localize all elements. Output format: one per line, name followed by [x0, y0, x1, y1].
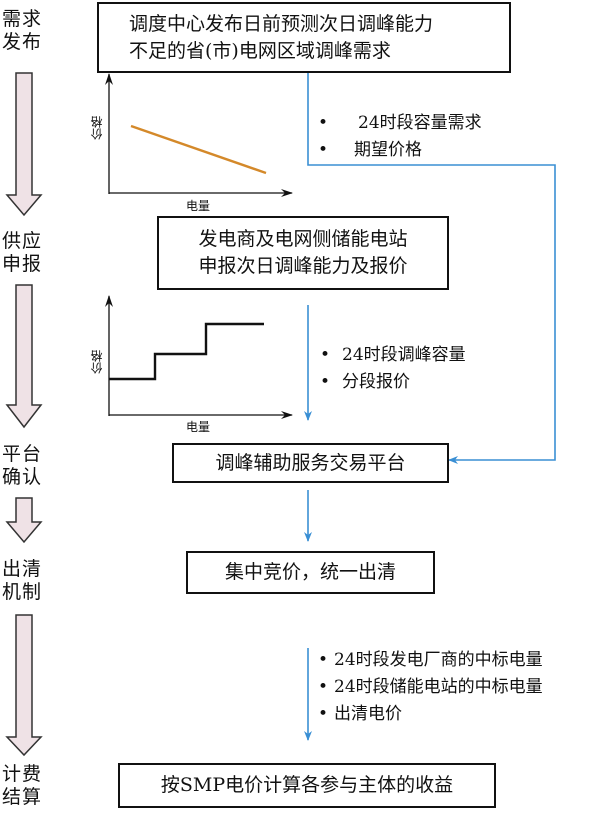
note-item: • 24时段容量需求 — [318, 110, 482, 137]
note-clearing-result: •24时段发电厂商的中标电量 •24时段储能电站的中标电量 •出清电价 — [318, 647, 543, 728]
note-text: 24时段容量需求 — [358, 113, 482, 133]
bullet-icon: • — [318, 650, 329, 670]
stage-arrow-2-down-arrow-icon — [5, 284, 43, 429]
stage-arrow-1-down-arrow-icon — [5, 72, 43, 217]
note-item: •24时段储能电站的中标电量 — [318, 674, 543, 701]
box-trading-platform: 调峰辅助服务交易平台 — [172, 443, 449, 483]
stage-label-line: 平台 — [2, 443, 43, 465]
note-item: •出清电价 — [318, 701, 543, 728]
bullet-icon: • — [320, 345, 331, 365]
box-text-line: 按SMP电价计算各参与主体的收益 — [160, 774, 454, 796]
demand-chart-ylabel: 价格 — [90, 116, 104, 140]
note-text: 期望价格 — [354, 140, 422, 160]
note-demand: • 24时段容量需求 • 期望价格 — [318, 110, 482, 164]
stage-arrow-3-down-arrow-icon — [5, 497, 43, 544]
stage-label-line: 机制 — [2, 581, 43, 603]
note-text: 24时段储能电站的中标电量 — [334, 677, 543, 697]
box-text-line: 调峰辅助服务交易平台 — [215, 451, 406, 474]
box-text-line: 调度中心发布日前预测次日调峰能力 — [129, 12, 434, 35]
stage-label-platform-confirm: 平台 确认 — [2, 443, 46, 489]
note-text: 分段报价 — [342, 372, 410, 392]
stage-label-line: 供应 — [2, 230, 43, 252]
note-item: • 24时段调峰容量 — [320, 342, 466, 369]
stage-label-supply-bid: 供应 申报 — [2, 230, 46, 276]
note-text: 24时段调峰容量 — [342, 345, 466, 365]
stage-label-line: 出清 — [2, 558, 43, 580]
stage-label-line: 发布 — [2, 31, 43, 53]
note-item: • 分段报价 — [320, 369, 466, 396]
supply-chart-ylabel: 价格 — [90, 350, 104, 374]
box-clearing: 集中竞价，统一出清 — [186, 551, 435, 594]
box-text-line: 集中竞价，统一出清 — [224, 561, 396, 583]
supply-step-line — [109, 322, 264, 381]
note-supply: • 24时段调峰容量 • 分段报价 — [320, 342, 466, 396]
flow-line-demand-to-platform — [307, 72, 556, 464]
note-item: • 期望价格 — [318, 137, 482, 164]
note-text: 24时段发电厂商的中标电量 — [334, 650, 543, 670]
stage-label-line: 计费 — [2, 763, 43, 785]
stage-label-billing-settlement: 计费 结算 — [2, 763, 46, 809]
demand-curve-chart — [105, 73, 293, 197]
stage-label-demand-release: 需求 发布 — [2, 8, 46, 54]
bullet-icon: • — [320, 372, 331, 392]
stage-label-line: 需求 — [2, 8, 43, 30]
box-text-line: 发电商及电网侧储能电站 — [198, 228, 408, 250]
box-settlement: 按SMP电价计算各参与主体的收益 — [118, 763, 496, 808]
stage-label-line: 结算 — [2, 786, 43, 808]
box-demand-release: 调度中心发布日前预测次日调峰能力 不足的省(市)电网区域调峰需求 — [97, 2, 511, 73]
stage-label-clearing-mechanism: 出清 机制 — [2, 558, 46, 604]
bullet-icon: • — [318, 704, 329, 724]
demand-curve-line — [130, 124, 267, 175]
bullet-icon: • — [318, 677, 329, 697]
bullet-icon: • — [318, 140, 329, 160]
box-text-line: 不足的省(市)电网区域调峰需求 — [129, 39, 391, 62]
supply-chart-xlabel: 电量 — [186, 420, 211, 434]
stage-arrow-4-down-arrow-icon — [5, 614, 43, 757]
stage-label-line: 申报 — [2, 253, 43, 275]
box-supply-bid: 发电商及电网侧储能电站 申报次日调峰能力及报价 — [157, 216, 449, 290]
bullet-icon: • — [318, 113, 329, 133]
demand-chart-xlabel: 电量 — [186, 199, 211, 213]
supply-curve-chart — [105, 295, 293, 419]
box-text-line: 申报次日调峰能力及报价 — [198, 255, 408, 277]
note-text: 出清电价 — [334, 704, 402, 724]
note-item: •24时段发电厂商的中标电量 — [318, 647, 543, 674]
stage-label-line: 确认 — [2, 466, 43, 488]
